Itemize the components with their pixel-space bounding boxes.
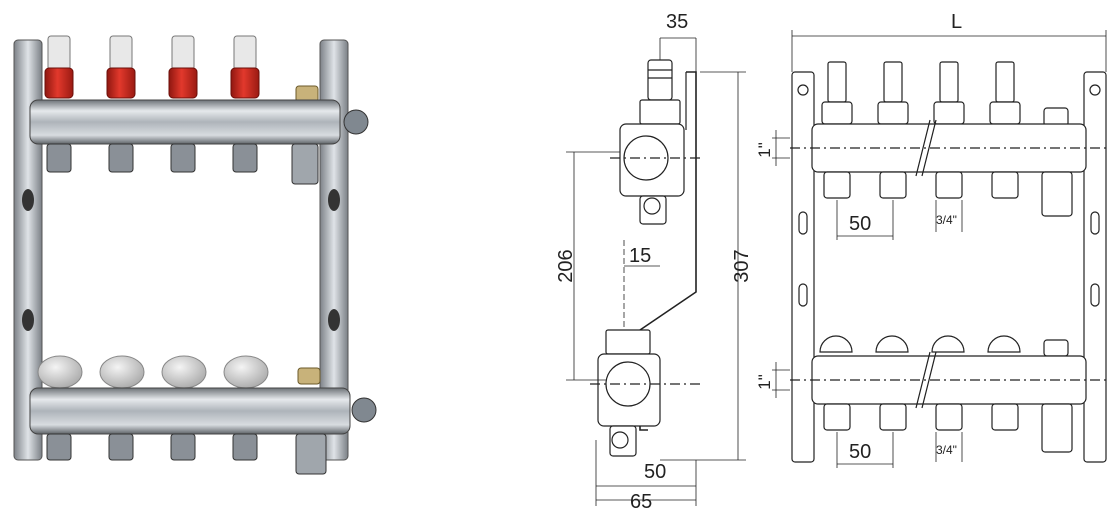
dim-pipe-top: 1" <box>755 142 774 158</box>
air-vent-bottom <box>297 367 321 385</box>
bottom-end-cap <box>351 397 377 423</box>
dim-pipe-bottom: 1" <box>755 374 774 390</box>
side-view-dimension-labels: 35 307 206 15 50 65 <box>555 11 753 513</box>
dim-wall-offset: 15 <box>629 245 651 267</box>
dim-top-width: 35 <box>666 11 688 33</box>
dim-outlet-spacing-top: 50 <box>849 213 871 235</box>
top-end-cap <box>343 109 369 135</box>
dim-thread-bottom: 3/4" <box>936 443 957 457</box>
left-bracket <box>13 39 43 461</box>
right-bracket-slot-bottom <box>328 309 340 331</box>
thermostatic-caps <box>37 355 269 389</box>
left-bracket-slot-top <box>22 189 34 211</box>
flowmeters <box>44 35 260 99</box>
dim-thread-top: 3/4" <box>936 213 957 227</box>
dim-pipe-spacing: 206 <box>555 249 577 282</box>
front-view-drawing <box>772 30 1110 468</box>
dim-total-depth: 65 <box>630 491 652 512</box>
manifold-photo <box>13 35 377 475</box>
top-manifold-bar <box>29 99 341 145</box>
right-bracket-slot-top <box>328 189 340 211</box>
bottom-manifold-bar <box>29 387 351 435</box>
bottom-outlets <box>46 433 327 475</box>
dim-bottom-depth: 50 <box>644 461 666 483</box>
dim-length: L <box>951 11 962 33</box>
dim-total-height: 307 <box>731 249 753 282</box>
top-outlets <box>46 143 319 185</box>
front-view-dimension-labels: L 1" 1" 50 50 3/4" 3/4" <box>755 11 962 463</box>
side-view-drawing <box>566 37 746 506</box>
left-bracket-slot-bottom <box>22 309 34 331</box>
right-bracket <box>319 39 349 461</box>
dim-outlet-spacing-bottom: 50 <box>849 441 871 463</box>
